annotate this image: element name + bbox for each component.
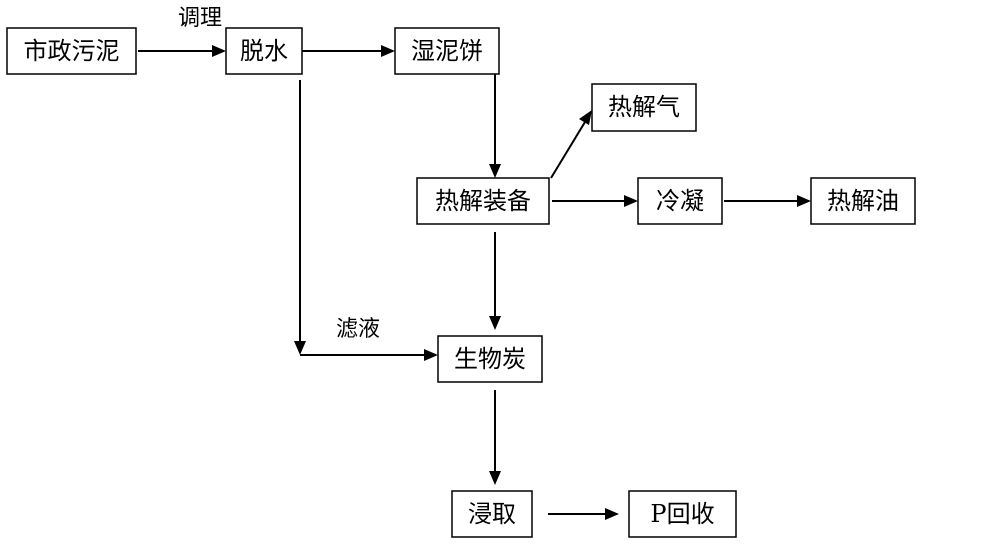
node-label: 热解油 <box>827 187 899 215</box>
node-label: 生物炭 <box>454 345 526 373</box>
node-label: 脱水 <box>240 37 288 65</box>
arrowhead-icon <box>624 195 638 207</box>
edge-label-filtrate: 滤液 <box>336 317 380 342</box>
node-label: P回收 <box>650 500 714 528</box>
node-biochar: 生物炭 <box>437 335 543 383</box>
node-label: 热解气 <box>608 93 680 121</box>
edge-dewatering-to-biochar-filtrate <box>294 80 438 361</box>
edge-condensation-to-oil <box>724 195 811 207</box>
node-p-recovery: P回收 <box>628 490 737 538</box>
arrowhead-icon <box>424 349 438 361</box>
arrowhead-icon <box>489 316 501 330</box>
node-label: 浸取 <box>468 500 516 528</box>
node-leaching: 浸取 <box>451 490 533 538</box>
arrowhead-icon <box>381 45 395 57</box>
edge-wet-cake-to-pyrolysis <box>489 74 501 178</box>
edge-sludge-to-dewatering <box>138 45 226 57</box>
node-condensation: 冷凝 <box>637 177 723 225</box>
edge-dewatering-to-wet-cake <box>302 45 395 57</box>
arrowhead-icon <box>489 164 501 178</box>
arrowhead-icon <box>212 45 226 57</box>
node-pyrolysis-gas: 热解气 <box>591 83 697 132</box>
node-label: 热解装备 <box>435 187 531 215</box>
arrowhead-icon <box>579 110 592 125</box>
node-municipal-sludge: 市政污泥 <box>6 27 137 75</box>
edge-pyrolysis-to-biochar <box>489 232 501 330</box>
arrowhead-icon <box>605 508 619 520</box>
node-wet-sludge-cake: 湿泥饼 <box>394 27 500 75</box>
edge-pyrolysis-to-condensation <box>552 195 638 207</box>
edge-biochar-to-leaching <box>489 390 501 485</box>
node-pyrolysis-oil: 热解油 <box>810 177 916 225</box>
arrowhead-icon <box>294 341 306 355</box>
edge-leaching-to-p-recovery <box>548 508 619 520</box>
edge-label-conditioning: 调理 <box>178 6 222 31</box>
node-pyrolysis-equipment: 热解装备 <box>416 177 550 225</box>
node-label: 湿泥饼 <box>411 37 483 65</box>
edge-pyrolysis-to-gas <box>550 110 592 179</box>
arrowhead-icon <box>797 195 811 207</box>
node-label: 市政污泥 <box>24 37 120 65</box>
node-dewatering: 脱水 <box>225 27 303 75</box>
node-label: 冷凝 <box>656 187 704 215</box>
arrowhead-icon <box>489 471 501 485</box>
